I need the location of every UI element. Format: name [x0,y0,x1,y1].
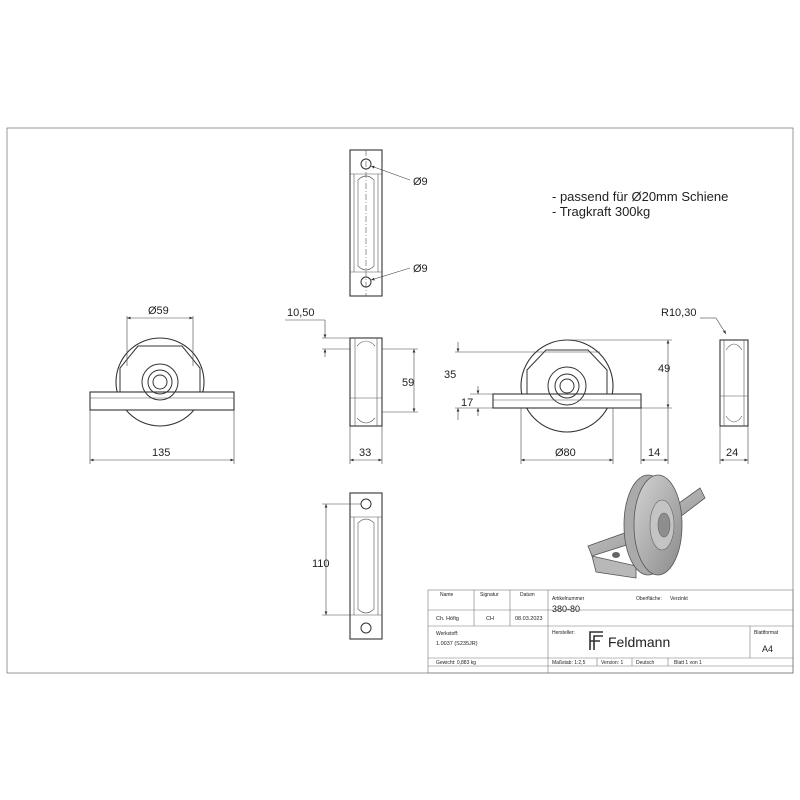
top-view: Ø9 Ø9 [349,149,428,297]
feldmann-logo-icon [589,631,603,650]
tb-material-label: Werkstoff: [436,631,458,637]
tb-col-name: Name [440,592,454,598]
isometric-render [587,474,706,579]
dim-front-width: 135 [152,447,170,459]
front-view: Ø59 135 [89,305,235,464]
title-block: Name Signatur Datum Ch. Höfig CH 08.03.2… [427,589,794,674]
side-view: 10,50 59 33 [285,307,418,464]
sheet-frame [6,127,794,674]
tb-sheet: Blatt 1 von 1 [674,660,702,666]
dim-bottom-length: 110 [312,558,330,570]
tb-col-signature: Signatur [480,592,499,598]
dim-hole-bottom: Ø9 [413,263,428,275]
tb-article-label: Artikelnummer [552,596,585,602]
tb-format: A4 [762,644,773,654]
section-view: 35 17 49 Ø80 14 [444,339,672,464]
tb-surface: Verzinkt [670,596,688,602]
tb-scale: Maßstab: 1:2,5 [552,660,586,666]
tb-name: Ch. Höfig [436,616,459,622]
dim-side-offset: 10,50 [287,307,315,319]
dim-radius: R10,30 [661,307,696,319]
bottom-view: 110 [312,492,383,640]
dim-front-diameter: Ø59 [148,305,169,317]
dim-sec-flange: 17 [461,397,473,409]
dim-sec-height: 35 [444,369,456,381]
tb-format-label: Blattformat [754,630,779,636]
dim-narrow-width: 24 [726,447,738,459]
dim-sec-width: 14 [648,447,660,459]
dim-sec-top: 49 [658,363,670,375]
dim-side-width: 33 [359,447,371,459]
tb-version: Version: 1 [601,660,623,666]
tb-date: 08.03.2023 [515,616,543,622]
narrow-side-view: R10,30 24 [661,307,749,464]
tb-manufacturer-label: Hersteller: [552,630,575,636]
tb-material: 1.0037 (S235JR) [436,641,478,647]
dim-hole-top: Ø9 [413,176,428,188]
tb-col-date: Datum [520,592,535,598]
tb-signature: CH [486,616,494,622]
dim-sec-diameter: Ø80 [555,447,576,459]
note-load: - Tragkraft 300kg [552,204,650,219]
dim-side-height: 59 [402,377,414,389]
tb-surface-label: Oberfläche: [636,596,662,602]
tb-language: Deutsch [636,660,655,666]
tb-article: 380-80 [552,604,580,614]
tb-weight: Gewicht: 0,883 kg [436,660,476,666]
note-rail: - passend für Ø20mm Schiene [552,189,728,204]
tb-brand: Feldmann [608,634,670,650]
